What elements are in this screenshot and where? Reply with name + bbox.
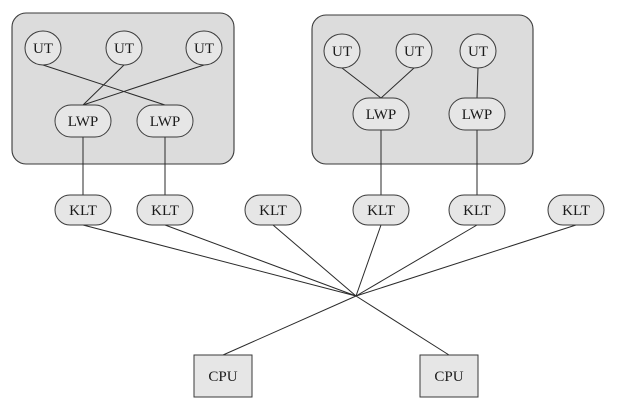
ut-2c-label: UT xyxy=(468,44,488,60)
ut-1a-label: UT xyxy=(33,41,53,57)
lwp-2b-label: LWP xyxy=(462,107,493,123)
edge-scheduler-to-cpu-2 xyxy=(355,295,450,356)
klt-4-node: KLT xyxy=(352,194,410,226)
edge-klt-5-to-scheduler xyxy=(355,224,478,297)
lwp-2a-node: LWP xyxy=(352,97,410,131)
ut-1b-node: UT xyxy=(105,30,143,66)
klt-3-shape xyxy=(244,194,302,226)
ut-2c-shape xyxy=(459,33,497,69)
klt-5-shape xyxy=(448,194,506,226)
edge-klt-2-to-scheduler xyxy=(164,224,357,297)
edge-ut-2a-to-lwp-2a xyxy=(341,67,382,99)
edge-klt-1-to-scheduler xyxy=(82,224,357,297)
edge-ut-2c-to-lwp-2b xyxy=(476,67,479,99)
ut-2a-label: UT xyxy=(332,44,352,60)
lwp-1a-node: LWP xyxy=(54,104,112,138)
klt-6-node: KLT xyxy=(547,194,605,226)
lwp-1b-node: LWP xyxy=(136,104,194,138)
klt-6-shape xyxy=(547,194,605,226)
klt-5-label: KLT xyxy=(463,203,491,219)
klt-2-shape xyxy=(136,194,194,226)
ut-1b-label: UT xyxy=(114,41,134,57)
lwp-1a-shape xyxy=(54,104,112,138)
edge-klt-4-to-scheduler xyxy=(355,224,382,297)
process-groups xyxy=(11,12,534,165)
ut-1a-shape xyxy=(24,30,62,66)
connection-lines xyxy=(42,64,577,356)
ut-2a-node: UT xyxy=(323,33,361,69)
cpu-1-node: CPU xyxy=(193,354,253,398)
lwp-2b-shape xyxy=(448,97,506,131)
cpu-1-label: CPU xyxy=(208,369,237,385)
klt-5-node: KLT xyxy=(448,194,506,226)
klt-4-label: KLT xyxy=(367,203,395,219)
lwp-2a-label: LWP xyxy=(366,107,397,123)
edge-ut-2b-to-lwp-2a xyxy=(380,67,415,99)
ut-1a-node: UT xyxy=(24,30,62,66)
edge-scheduler-to-cpu-1 xyxy=(222,295,357,356)
lwp-1b-shape xyxy=(136,104,194,138)
ut-1c-label: UT xyxy=(194,41,214,57)
lwp-1a-label: LWP xyxy=(68,114,99,130)
klt-2-label: KLT xyxy=(151,203,179,219)
edge-klt-6-to-scheduler xyxy=(355,224,577,297)
cpu-2-label: CPU xyxy=(434,369,463,385)
ut-1c-shape xyxy=(185,30,223,66)
klt-6-label: KLT xyxy=(562,203,590,219)
cpu-2-node: CPU xyxy=(419,354,479,398)
lwp-2a-shape xyxy=(352,97,410,131)
klt-1-shape xyxy=(54,194,112,226)
ut-2b-shape xyxy=(395,33,433,69)
edge-ut-1c-to-lwp-1a xyxy=(82,64,205,106)
klt-1-node: KLT xyxy=(54,194,112,226)
klt-3-label: KLT xyxy=(259,203,287,219)
lwp-1b-label: LWP xyxy=(150,114,181,130)
ut-2b-node: UT xyxy=(395,33,433,69)
klt-4-shape xyxy=(352,194,410,226)
ut-1c-node: UT xyxy=(185,30,223,66)
ut-1b-shape xyxy=(105,30,143,66)
cpu-1-shape xyxy=(193,354,253,398)
ut-2c-node: UT xyxy=(459,33,497,69)
klt-3-node: KLT xyxy=(244,194,302,226)
ut-2b-label: UT xyxy=(404,44,424,60)
edge-klt-3-to-scheduler xyxy=(272,224,357,297)
cpu-2-shape xyxy=(419,354,479,398)
lwp-2b-node: LWP xyxy=(448,97,506,131)
edge-ut-1b-to-lwp-1a xyxy=(82,64,125,106)
klt-2-node: KLT xyxy=(136,194,194,226)
diagram-nodes: UT UT UT LWP LWP UT UT UT LWP LWP KLT KLT KLT KLT KLT K… xyxy=(24,30,605,398)
ut-2a-shape xyxy=(323,33,361,69)
klt-1-label: KLT xyxy=(69,203,97,219)
